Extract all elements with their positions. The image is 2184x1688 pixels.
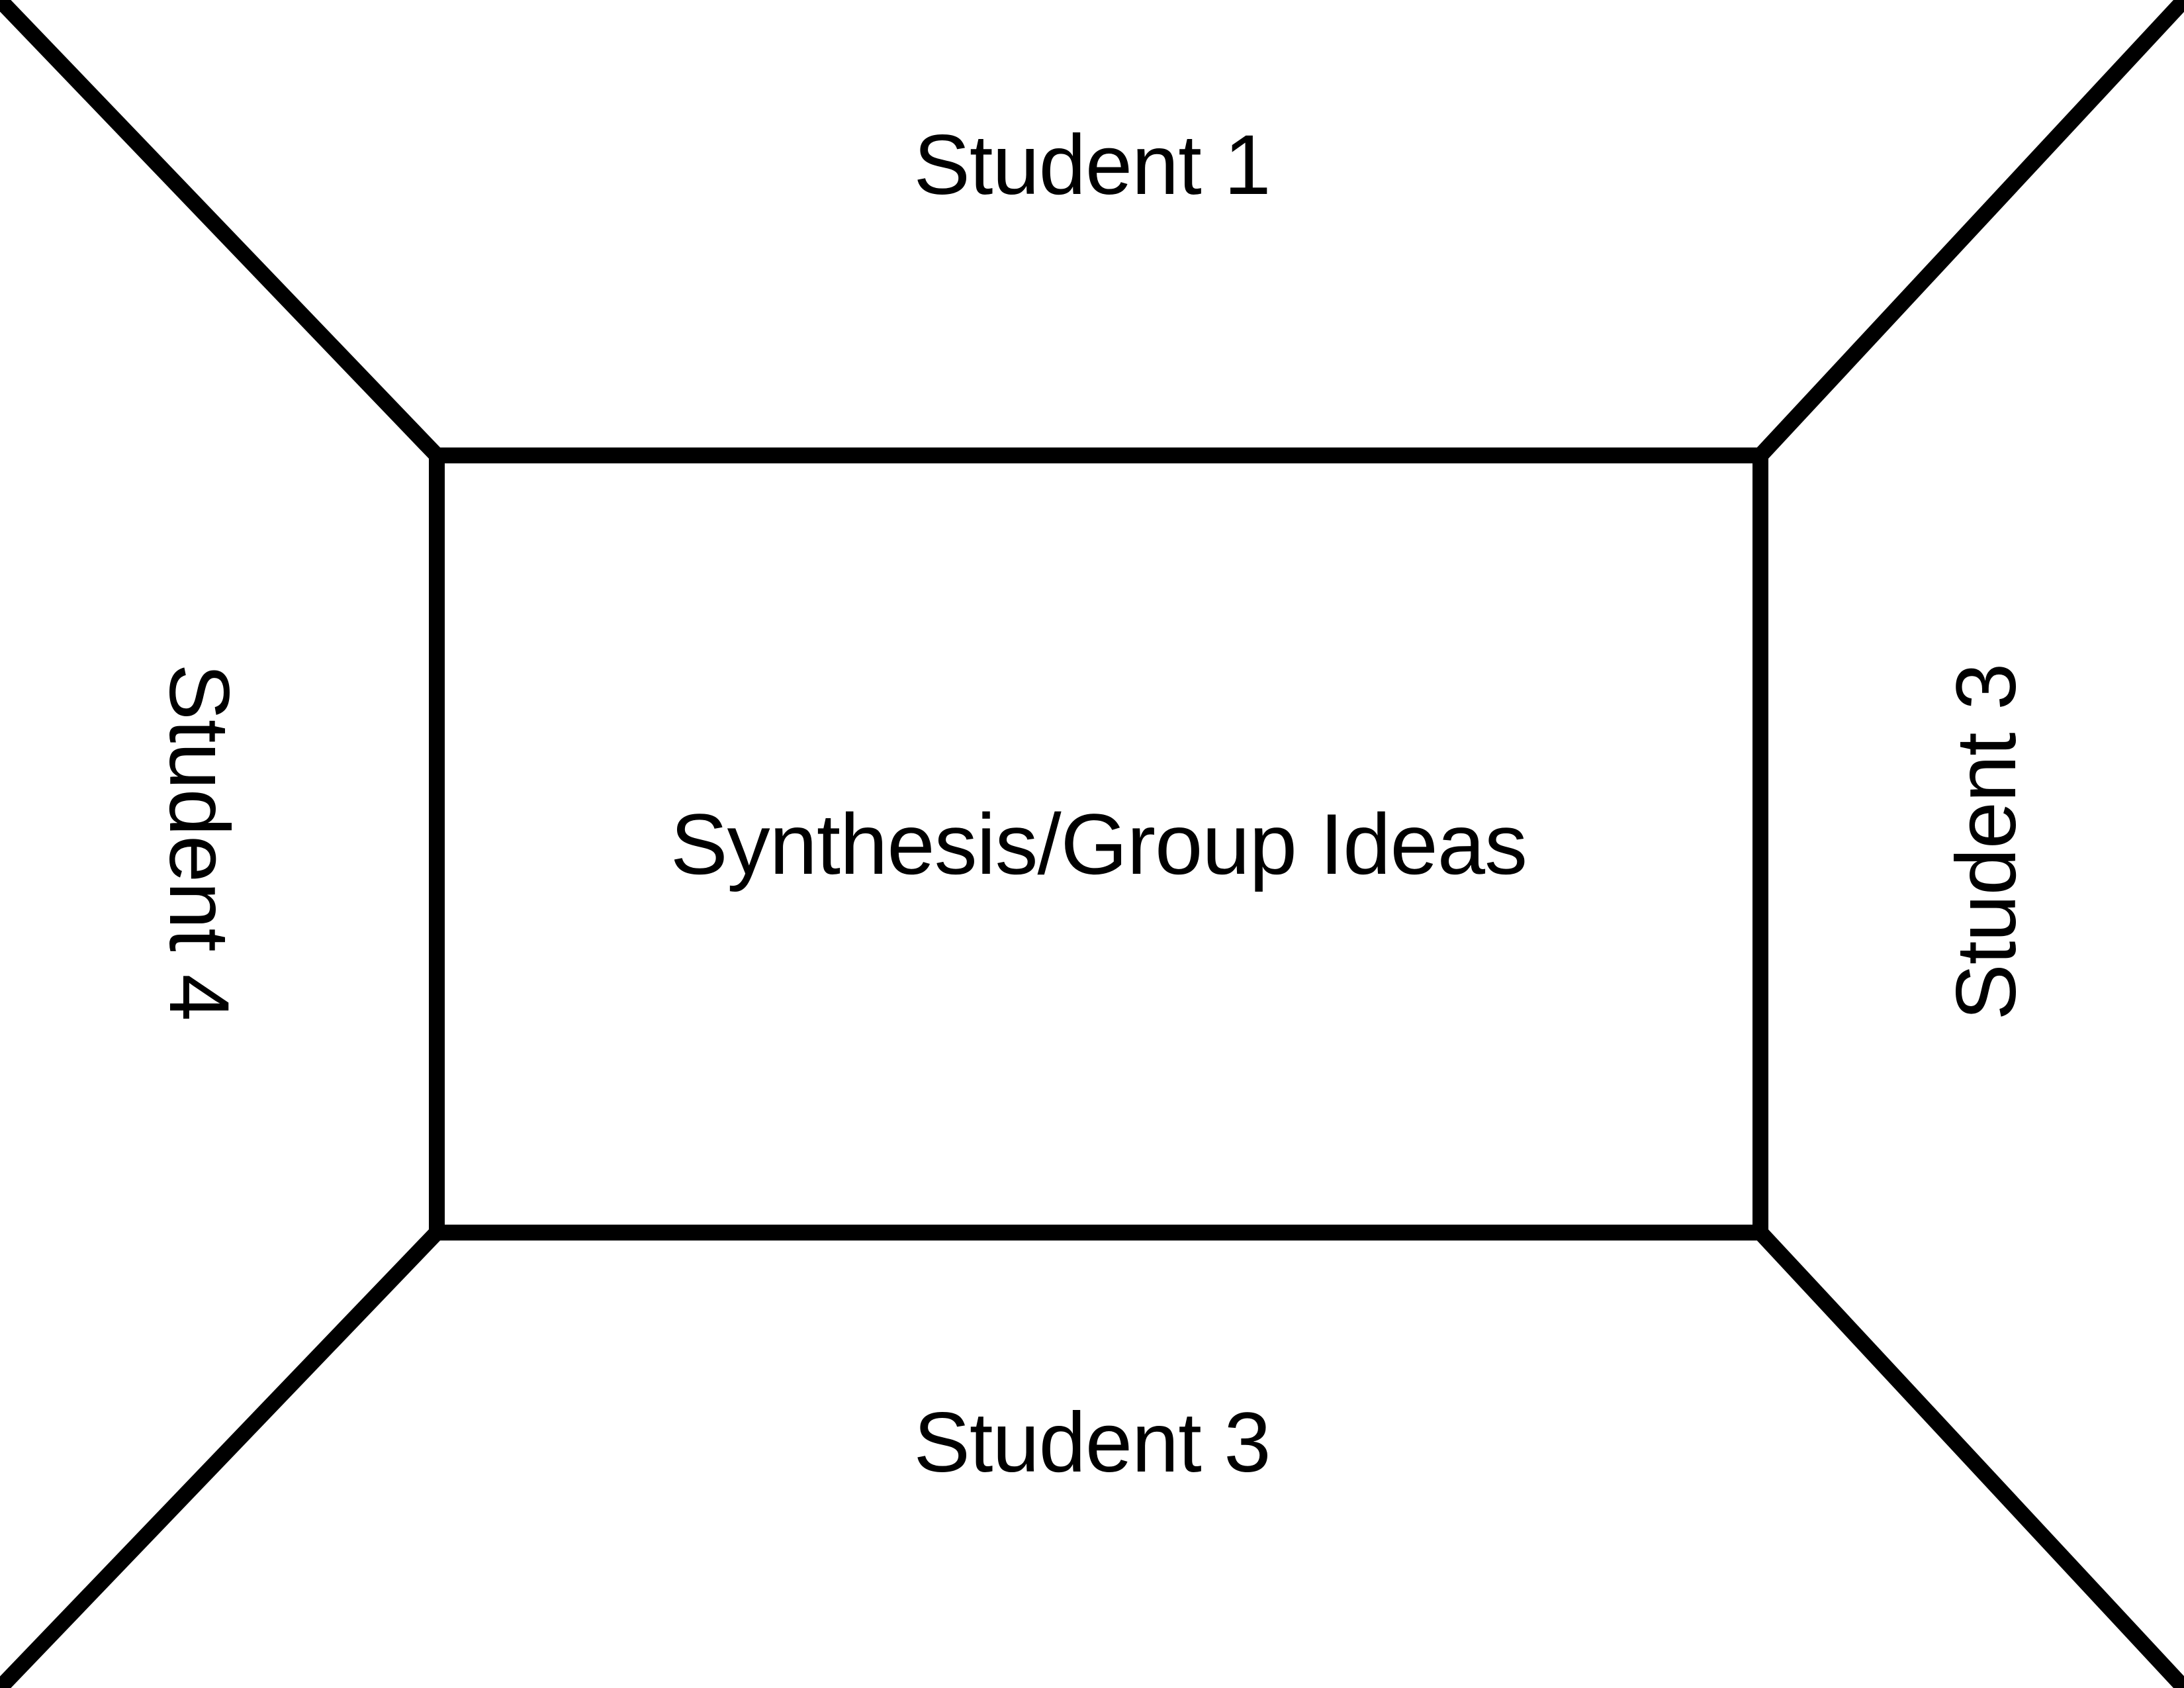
top-right-diagonal: [1749, 0, 2184, 467]
bottom-left-diagonal: [0, 1221, 448, 1688]
bottom-right-diagonal: [1749, 1221, 2184, 1688]
synthesis-area: Synthesis/Group Ideas: [429, 447, 1768, 1241]
synthesis-label: Synthesis/Group Ideas: [670, 796, 1527, 892]
zone-label-bottom: Student 3: [913, 1395, 1271, 1490]
zone-label-right: Student 3: [1939, 663, 2034, 1021]
zone-label-top: Student 1: [913, 118, 1271, 212]
synthesis-rectangle: [429, 447, 1768, 1241]
zone-label-left: Student 4: [152, 663, 246, 1021]
top-left-diagonal: [0, 0, 448, 467]
